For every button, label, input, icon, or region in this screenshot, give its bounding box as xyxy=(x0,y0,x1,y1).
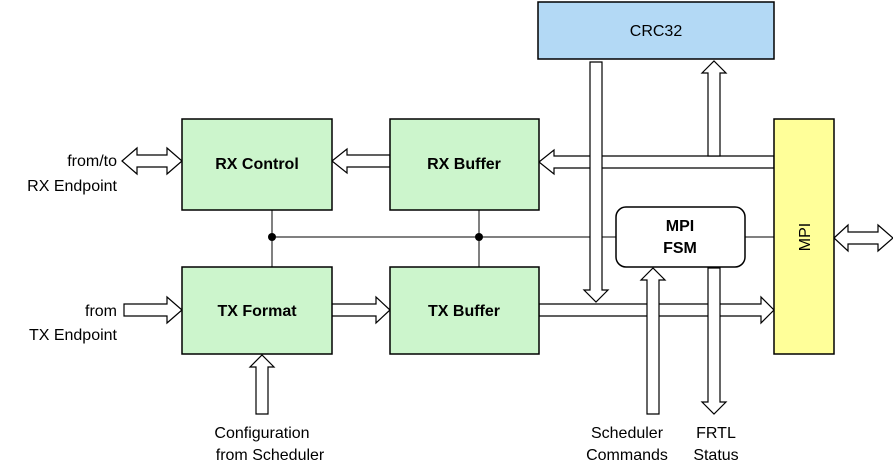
txformat-to-txbuffer-arrow xyxy=(330,295,391,325)
block-rx-buffer: RX Buffer xyxy=(389,118,540,211)
configuration-line2: from Scheduler xyxy=(216,447,325,464)
mpi-external-arrow xyxy=(833,223,893,253)
tx-endpoint-label: from TX Endpoint xyxy=(29,303,118,344)
block-rx-control: RX Control xyxy=(181,118,333,211)
block-tx-format: TX Format xyxy=(181,266,333,355)
rx-endpoint-line2: RX Endpoint xyxy=(27,178,117,195)
crc32-label: CRC32 xyxy=(630,23,683,40)
junction-dot-left xyxy=(268,233,276,241)
tx-endpoint-arrow xyxy=(123,295,183,325)
tx-format-label: TX Format xyxy=(217,303,297,320)
frtl-status-label: FRTL Status xyxy=(693,425,738,464)
rx-endpoint-arrow xyxy=(121,146,183,176)
rx-endpoint-line1: from/to xyxy=(67,153,117,170)
frtl-line2: Status xyxy=(693,447,738,464)
mpi-label: MPI xyxy=(797,223,814,251)
tx-buffer-label: TX Buffer xyxy=(428,303,500,320)
rx-endpoint-label: from/to RX Endpoint xyxy=(27,153,117,195)
rxbuffer-to-rxcontrol-arrow xyxy=(331,147,391,175)
rx-buffer-label: RX Buffer xyxy=(427,156,501,173)
mpi-fsm-label-line2: FSM xyxy=(663,240,697,257)
tx-endpoint-line2: TX Endpoint xyxy=(29,327,118,344)
tx-endpoint-line1: from xyxy=(85,303,117,320)
block-tx-buffer: TX Buffer xyxy=(389,266,540,355)
block-mpi-fsm: MPI FSM xyxy=(615,206,746,268)
crc-up-arrow xyxy=(700,60,728,157)
configuration-arrow xyxy=(248,354,276,415)
scheduler-commands-arrow xyxy=(639,267,667,415)
block-crc32: CRC32 xyxy=(537,1,775,60)
configuration-line1: Configuration xyxy=(214,425,309,442)
junction-dot-right xyxy=(475,233,483,241)
mpi-fsm-label-line1: MPI xyxy=(666,218,694,235)
scheduler-commands-label: Scheduler Commands xyxy=(586,425,668,464)
configuration-label: Configuration from Scheduler xyxy=(214,425,325,464)
rx-control-label: RX Control xyxy=(215,156,299,173)
scheduler-line1: Scheduler xyxy=(591,425,664,442)
mpi-to-rxbuffer-arrow xyxy=(538,148,775,176)
scheduler-line2: Commands xyxy=(586,447,668,464)
crc-down-arrow xyxy=(582,61,610,303)
block-mpi: MPI xyxy=(773,118,835,355)
frtl-line1: FRTL xyxy=(696,425,736,442)
frtl-status-arrow xyxy=(700,267,728,415)
